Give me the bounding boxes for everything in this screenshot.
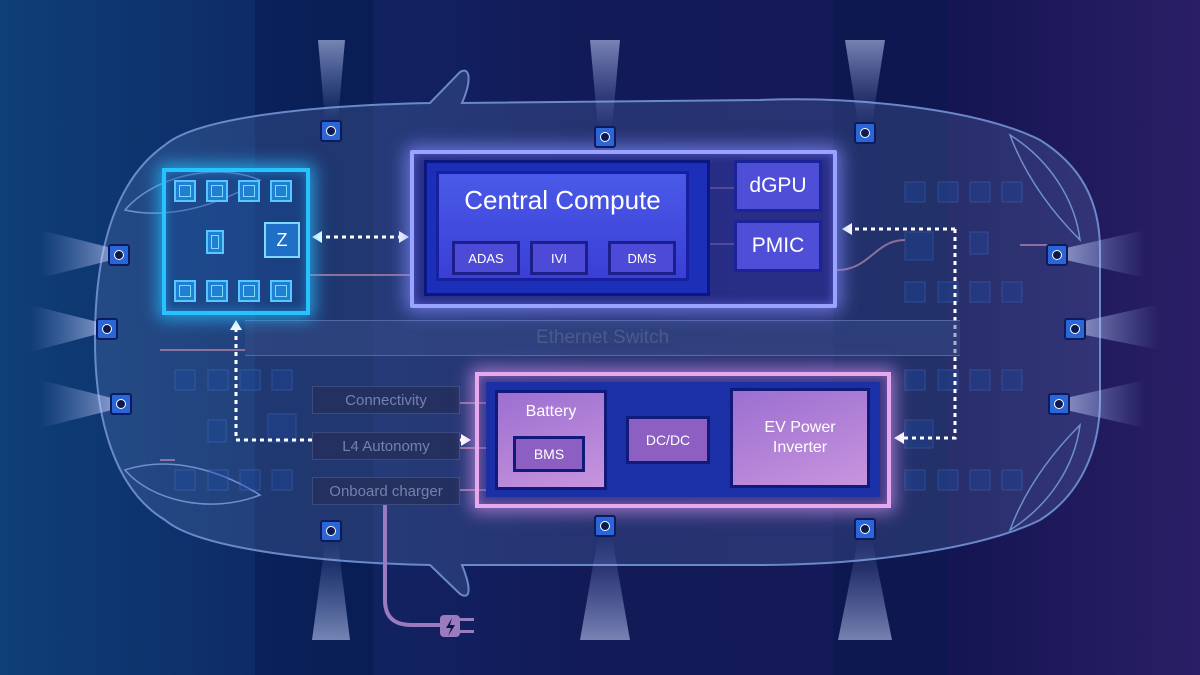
peripheral-connectivity: Connectivity: [312, 386, 460, 414]
zone-cell: [206, 280, 228, 302]
zone-cell: [174, 180, 196, 202]
central-compute-title: Central Compute: [464, 185, 661, 215]
ethernet-switch: Ethernet Switch: [245, 320, 960, 356]
zone-cell: [238, 180, 260, 202]
camera-sensor-icon: [110, 393, 132, 415]
camera-sensor-icon: [1064, 318, 1086, 340]
camera-sensor-icon: [108, 244, 130, 266]
chip-ivi: IVI: [530, 241, 588, 275]
camera-sensor-icon: [1048, 393, 1070, 415]
dcdc-chip: DC/DC: [626, 416, 710, 464]
zone-cell: [174, 280, 196, 302]
bms-chip: BMS: [513, 436, 585, 472]
zone-cell: [206, 230, 224, 254]
zone-chip: Z: [264, 222, 300, 258]
peripheral-onboard-charger: Onboard charger: [312, 477, 460, 505]
camera-sensor-icon: [1046, 244, 1068, 266]
chip-dms: DMS: [608, 241, 676, 275]
camera-sensor-icon: [854, 518, 876, 540]
chip-dgpu: dGPU: [734, 160, 822, 212]
zone-cell: [238, 280, 260, 302]
camera-sensor-icon: [854, 122, 876, 144]
camera-sensor-icon: [594, 515, 616, 537]
zone-cell: [270, 180, 292, 202]
chip-pmic: PMIC: [734, 220, 822, 272]
battery-label: Battery: [525, 403, 577, 420]
camera-sensor-icon: [594, 126, 616, 148]
zone-cell: [270, 280, 292, 302]
inverter-label: EV Power Inverter: [764, 419, 836, 456]
inverter-block: [730, 388, 870, 488]
camera-sensor-icon: [320, 120, 342, 142]
camera-sensor-icon: [96, 318, 118, 340]
chip-adas: ADAS: [452, 241, 520, 275]
peripheral-l4-autonomy: L4 Autonomy: [312, 432, 460, 460]
camera-sensor-icon: [320, 520, 342, 542]
plug-icon: [440, 615, 474, 637]
zone-cell: [206, 180, 228, 202]
